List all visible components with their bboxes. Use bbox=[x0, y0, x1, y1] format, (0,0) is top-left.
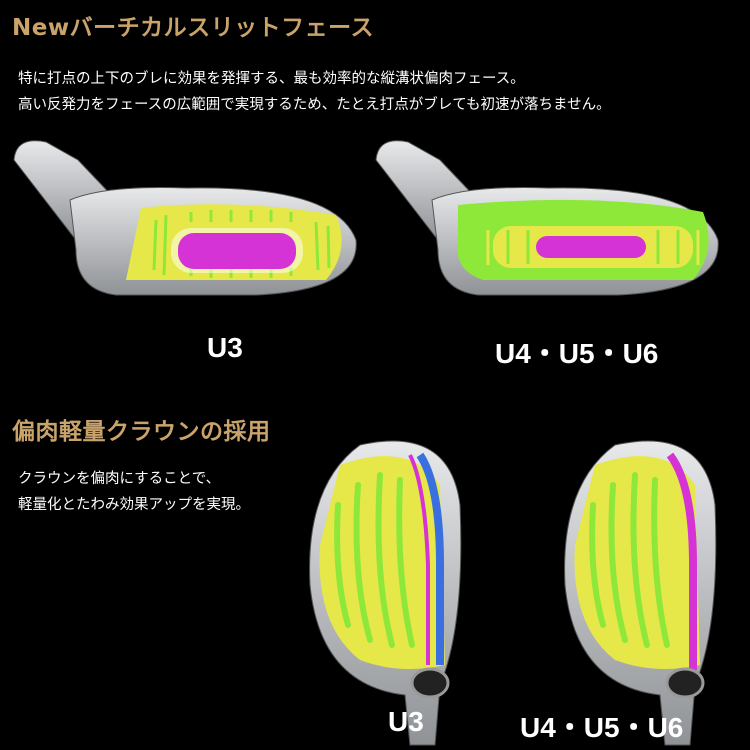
crown-section-description: クラウンを偏肉にすることで、 軽量化とたわみ効果アップを実現。 bbox=[18, 466, 250, 518]
crown-label-u3: U3 bbox=[388, 706, 424, 737]
face-label-u3: U3 bbox=[207, 332, 243, 363]
face-section-title: Newバーチカルスリットフェース bbox=[12, 15, 374, 41]
crown-u3-illustration bbox=[309, 440, 462, 746]
face-desc-line-1: 特に打点の上下のブレに効果を発揮する、最も効率的な縦溝状偏肉フェース。 bbox=[18, 71, 525, 87]
crown-desc-line-2: 軽量化とたわみ効果アップを実現。 bbox=[18, 497, 250, 513]
face-u4-u6-illustration bbox=[375, 140, 719, 296]
face-section-description: 特に打点の上下のブレに効果を発揮する、最も効率的な縦溝状偏肉フェース。 高い反発… bbox=[18, 66, 611, 118]
face-desc-line-2: 高い反発力をフェースの広範囲で実現するため、たとえ打点がブレても初速が落ちません… bbox=[18, 97, 611, 113]
crown-u4-u6-illustration bbox=[564, 440, 717, 746]
crown-desc-line-1: クラウンを偏肉にすることで、 bbox=[18, 471, 221, 487]
face-label-u4-u6: U4・U5・U6 bbox=[495, 338, 659, 369]
crown-section-title: 偏肉軽量クラウンの採用 bbox=[12, 419, 271, 445]
face-u3-illustration bbox=[13, 140, 357, 296]
crown-label-u4-u6: U4・U5・U6 bbox=[520, 712, 684, 743]
